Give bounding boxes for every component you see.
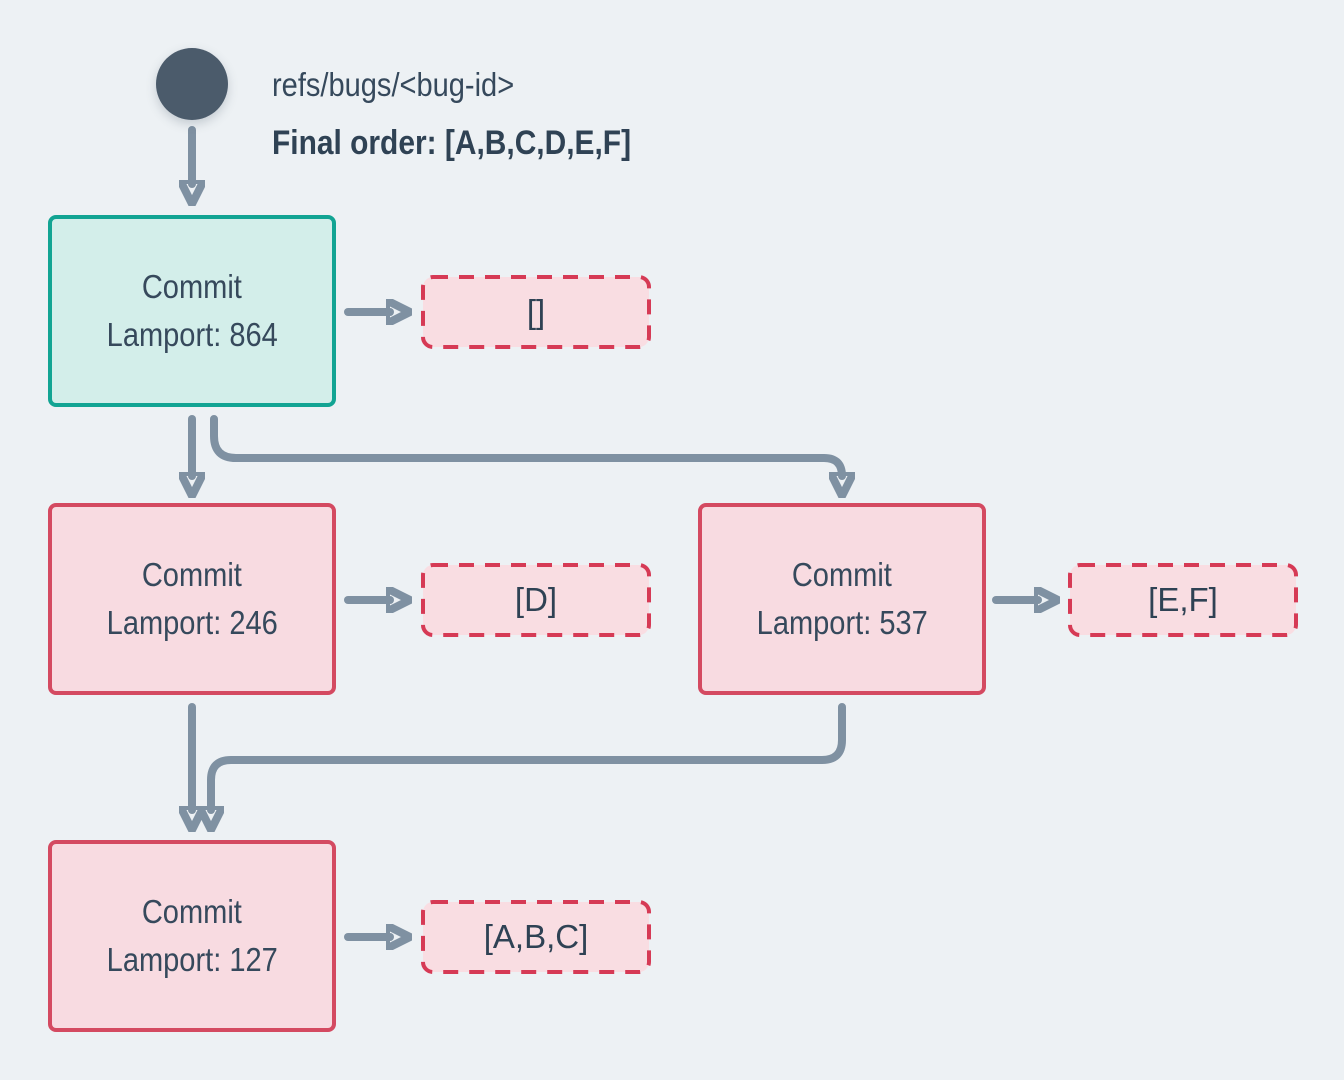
commit-node-246: Commit Lamport: 246 (48, 503, 336, 695)
final-order-label: Final order: [A,B,C,D,E,F] (272, 124, 680, 163)
payload-label: [E,F] (1148, 581, 1218, 618)
commit-title: Commit (141, 556, 243, 593)
payload-label: [A,B,C] (483, 918, 589, 955)
ref-label: refs/bugs/<bug-id> (272, 66, 547, 104)
payload-dashed-outline (421, 900, 651, 974)
commit-lamport: Lamport: 864 (106, 316, 278, 353)
commit-node-127: Commit Lamport: 127 (48, 840, 336, 1032)
payload-label: [D] (514, 581, 558, 618)
commit-title: Commit (791, 556, 893, 593)
commit-lamport: Lamport: 246 (106, 604, 278, 641)
payload-dashed-outline (1068, 563, 1298, 637)
payload-box-127: [A,B,C] (421, 900, 651, 974)
payload-dashed-outline (421, 275, 651, 349)
commit-node-537: Commit Lamport: 537 (698, 503, 986, 695)
payload-box-864: [] (421, 275, 651, 349)
commit-lamport: Lamport: 127 (106, 941, 278, 978)
commit-title: Commit (141, 268, 243, 305)
payload-dashed-outline (421, 563, 651, 637)
payload-box-537: [E,F] (1068, 563, 1298, 637)
commit-node-864: Commit Lamport: 864 (48, 215, 336, 407)
final-order-text: Final order: [A,B,C,D,E,F] (272, 124, 632, 162)
ref-label-text: refs/bugs/<bug-id> (272, 66, 515, 103)
payload-label: [] (526, 293, 546, 330)
arrow-commit-864-to-commit-537 (210, 415, 842, 476)
commit-title: Commit (141, 893, 243, 930)
arrow-commit-537-to-commit-127 (211, 703, 846, 810)
ref-node (156, 48, 228, 120)
payload-box-246: [D] (421, 563, 651, 637)
commit-lamport: Lamport: 537 (756, 604, 928, 641)
